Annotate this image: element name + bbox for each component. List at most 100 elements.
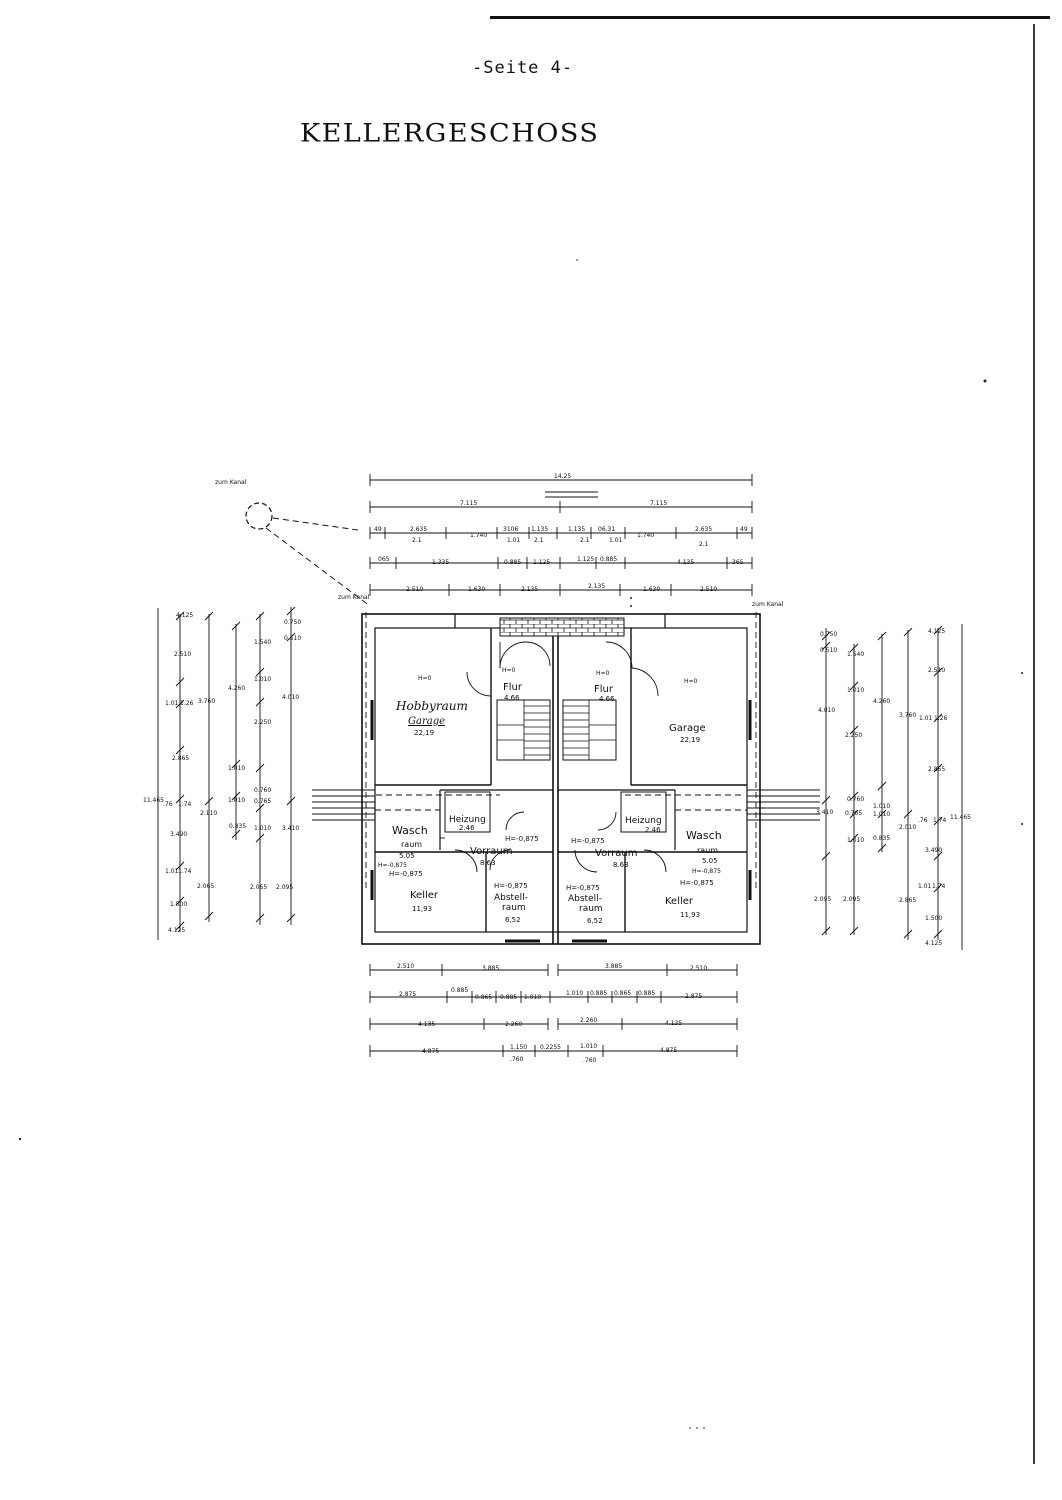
svg-text:.76: .76 xyxy=(918,817,928,824)
flur-right-name: Flur xyxy=(594,684,614,695)
wasch-right-name: Wasch xyxy=(686,829,722,842)
svg-text:1.26: 1.26 xyxy=(180,700,194,707)
svg-text:2.065: 2.065 xyxy=(197,883,214,890)
building-walls xyxy=(361,613,761,945)
svg-text:49: 49 xyxy=(740,526,748,533)
svg-text:2.065: 2.065 xyxy=(250,884,267,891)
svg-text:1.74: 1.74 xyxy=(932,883,946,890)
svg-text:.76: .76 xyxy=(163,801,173,808)
svg-text:3.410: 3.410 xyxy=(816,809,833,816)
svg-text:2.510: 2.510 xyxy=(690,965,707,972)
room-labels: H=0 Hobbyraum Garage 22,19 H=0 Garage 22… xyxy=(378,667,722,925)
zum-kanal-label: zum Kanal xyxy=(215,479,247,486)
svg-text:1.01: 1.01 xyxy=(165,700,179,707)
svg-text:4.125: 4.125 xyxy=(176,612,193,619)
svg-text:0.885: 0.885 xyxy=(451,987,468,994)
svg-text:365: 365 xyxy=(732,559,744,566)
svg-text:0.835: 0.835 xyxy=(229,823,246,830)
svg-text:2.095: 2.095 xyxy=(276,884,293,891)
svg-text:2.510: 2.510 xyxy=(928,667,945,674)
garage-area: 22,19 xyxy=(680,736,700,744)
svg-text:1.125: 1.125 xyxy=(577,556,594,563)
svg-text:0.750: 0.750 xyxy=(820,631,837,638)
svg-text:7.115: 7.115 xyxy=(650,500,667,507)
heizung-right-name: Heizung xyxy=(625,816,662,826)
svg-text:2.135: 2.135 xyxy=(588,583,605,590)
right-dimension-labels: 11.465 0.750 0.510 4.010 3.410 2.095 1.5… xyxy=(814,628,971,947)
svg-text:0.765: 0.765 xyxy=(845,810,862,817)
svg-text:2.875: 2.875 xyxy=(685,993,702,1000)
svg-text:1.010: 1.010 xyxy=(566,990,583,997)
top-dimension-chains xyxy=(369,474,753,596)
scan-specks xyxy=(18,259,1023,1429)
zum-kanal-left-label: zum Kanal xyxy=(338,594,370,601)
svg-text:2.095: 2.095 xyxy=(814,896,831,903)
svg-text:2.250: 2.250 xyxy=(254,719,271,726)
svg-text:1.135: 1.135 xyxy=(568,526,585,533)
svg-text:0.750: 0.750 xyxy=(284,619,301,626)
svg-text:0.885: 0.885 xyxy=(638,990,655,997)
svg-text:0.865: 0.865 xyxy=(475,994,492,1001)
wasch-right-level: H=-0,875 xyxy=(692,868,721,875)
entrance-brick-strip xyxy=(499,617,625,637)
svg-text:1.010: 1.010 xyxy=(873,811,890,818)
vorraum-right-name: Vorraum xyxy=(595,848,637,859)
abstell-left-name: Abstell- xyxy=(494,893,528,903)
svg-text:1.01: 1.01 xyxy=(609,537,623,544)
left-dimension-chains xyxy=(157,607,292,940)
svg-text:4.875: 4.875 xyxy=(422,1048,439,1055)
keller-left-name: Keller xyxy=(410,890,439,901)
svg-text:2.1: 2.1 xyxy=(699,541,709,548)
wasch-right-name2: raum xyxy=(697,846,718,855)
svg-text:3.490: 3.490 xyxy=(925,847,942,854)
svg-text:0.885: 0.885 xyxy=(500,994,517,1001)
top-dimension-labels: 14.25 7.115 7.115 49 2.635 1.740 3106 1.… xyxy=(374,473,748,593)
flur-left-name: Flur xyxy=(503,682,523,693)
svg-text:4.135: 4.135 xyxy=(665,1020,682,1027)
hobbyraum-name2: Garage xyxy=(408,716,445,727)
wasch-left-area: 5.05 xyxy=(399,852,415,860)
svg-text:1.335: 1.335 xyxy=(432,559,449,566)
svg-text:4.260: 4.260 xyxy=(873,698,890,705)
page-title: KELLERGESCHOSS xyxy=(300,119,600,148)
svg-text:1.74: 1.74 xyxy=(178,801,192,808)
svg-text:0.760: 0.760 xyxy=(847,796,864,803)
svg-text:1.500: 1.500 xyxy=(925,915,942,922)
abstell-right-level: H=-0,875 xyxy=(566,884,600,892)
svg-text:0.510: 0.510 xyxy=(284,635,301,642)
svg-text:2.635: 2.635 xyxy=(410,526,427,533)
vorraum-right-level: H=-0,875 xyxy=(571,837,605,845)
svg-text:1.01: 1.01 xyxy=(507,537,521,544)
svg-text:1.010: 1.010 xyxy=(580,1043,597,1050)
svg-text:1.74: 1.74 xyxy=(178,868,192,875)
flur-left-level: H=0 xyxy=(502,667,516,674)
keller-left-area: 11,93 xyxy=(412,905,432,913)
bottom-dimension-labels: 2.510 3.885 3.885 2.510 2.875 0.885 0.86… xyxy=(397,963,707,1064)
abstell-left-name2: raum xyxy=(502,903,526,913)
left-dimension-ticks xyxy=(175,606,296,931)
keller-right-name: Keller xyxy=(665,896,694,907)
svg-text:4.010: 4.010 xyxy=(282,694,299,701)
svg-text:4.125: 4.125 xyxy=(168,927,185,934)
heizung-right-area: 2.46 xyxy=(645,826,661,834)
dashed-service-lines xyxy=(365,612,757,890)
svg-text:06.31: 06.31 xyxy=(598,526,615,533)
svg-text:3.885: 3.885 xyxy=(605,963,622,970)
wasch-left-name: Wasch xyxy=(392,824,428,837)
svg-text:0.885: 0.885 xyxy=(600,556,617,563)
garage-name: Garage xyxy=(669,723,706,734)
svg-text:0.835: 0.835 xyxy=(873,835,890,842)
vorraum-left-level: H=-0,875 xyxy=(505,835,539,843)
vorraum-left-area: 8.63 xyxy=(480,859,496,867)
right-dimension-ticks xyxy=(821,625,943,939)
abstell-left-level: H=-0,875 xyxy=(494,882,528,890)
svg-text:2.635: 2.635 xyxy=(695,526,712,533)
svg-text:1.01: 1.01 xyxy=(165,868,179,875)
abstell-right-name2: raum xyxy=(579,904,603,914)
svg-text:4.260: 4.260 xyxy=(228,685,245,692)
svg-text:1.01: 1.01 xyxy=(919,715,933,722)
svg-text:2.260: 2.260 xyxy=(580,1017,597,1024)
svg-text:1.010: 1.010 xyxy=(847,687,864,694)
garage-level: H=0 xyxy=(684,678,698,685)
